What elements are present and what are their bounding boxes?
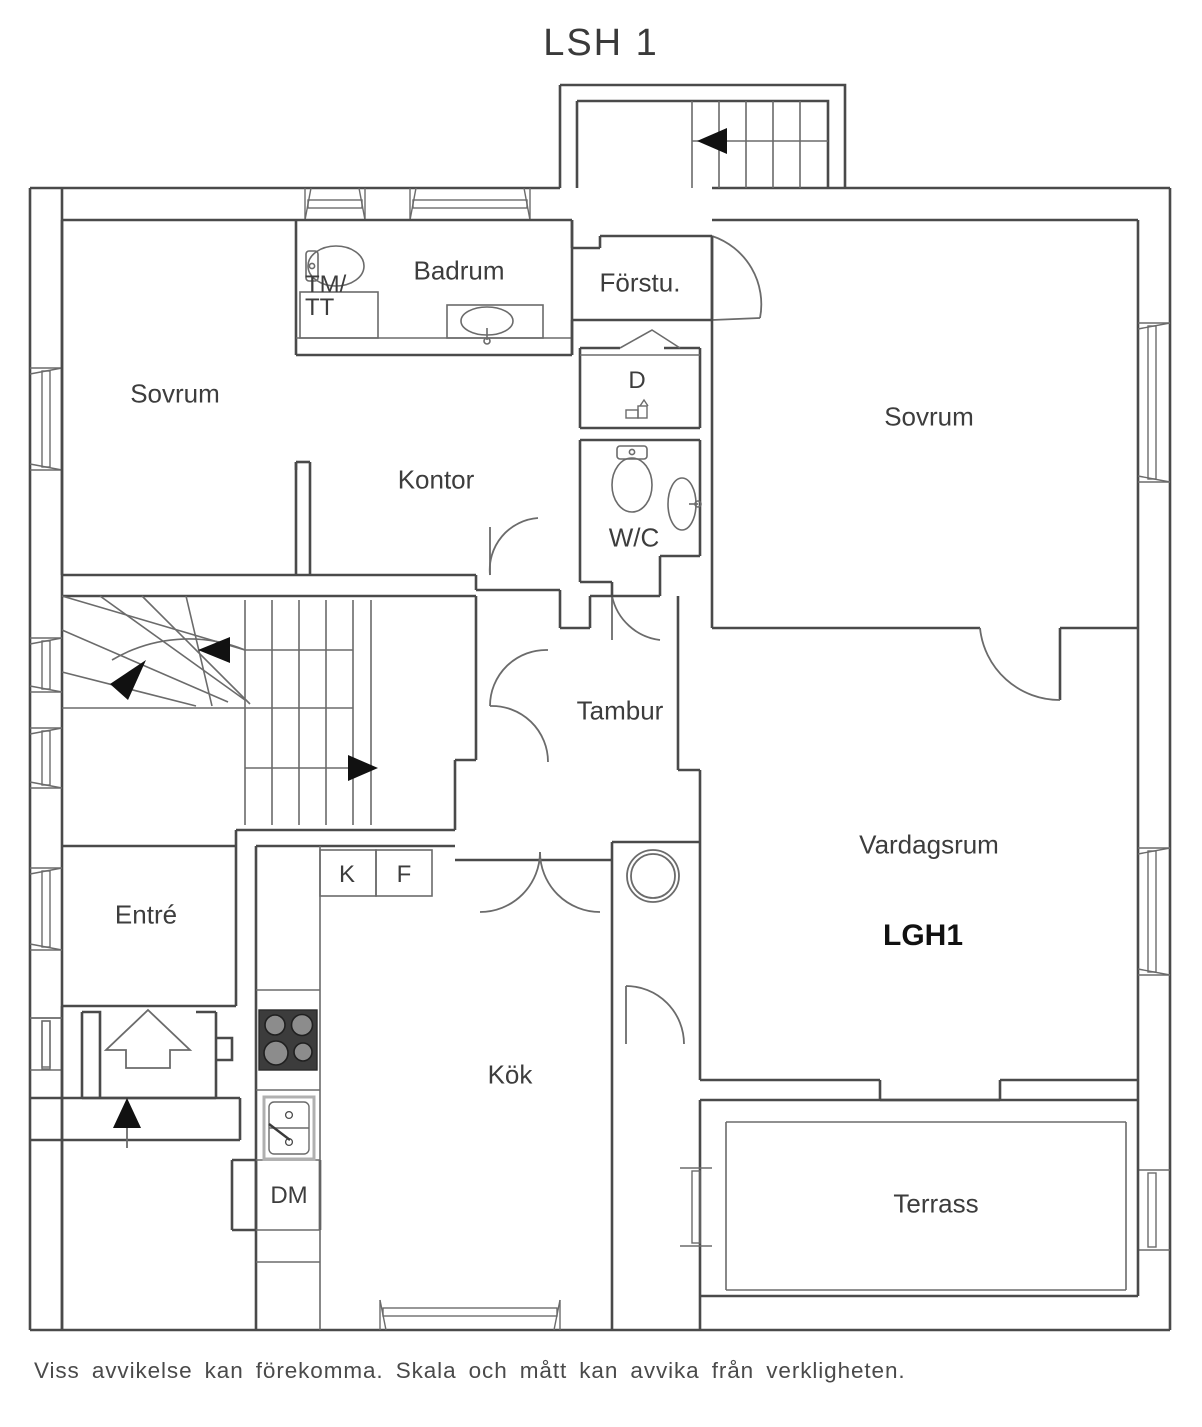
- door-swing-kontor: [488, 517, 539, 576]
- room-label-wc: W/C: [608, 522, 660, 553]
- fixture-label-d: D: [628, 367, 646, 394]
- window-terrass-left: [680, 1167, 712, 1247]
- sovrum-right-walls: [710, 236, 1138, 700]
- sovrum-left-walls: [60, 220, 298, 577]
- window-left-5: [30, 1017, 62, 1071]
- entre-walls: [30, 844, 242, 1330]
- sink-badrum-icon: [446, 304, 544, 345]
- door-swing-vardagsrum: [625, 985, 685, 1045]
- tt-line: TT: [305, 294, 335, 321]
- kyl-frys-boxes: [319, 849, 433, 897]
- toilet-badrum-icon: [305, 245, 365, 287]
- window-left-1: [29, 367, 63, 471]
- wc-walls: [578, 438, 702, 596]
- room-label-sovrum-left: Sovrum: [130, 378, 220, 409]
- interior-stair-walls: [62, 594, 478, 846]
- window-left-4: [29, 867, 63, 951]
- chimney-circle-icon: [626, 849, 680, 903]
- fixture-label-tm-tt: TM/ TT: [305, 271, 347, 321]
- window-entre-porch: [30, 1017, 62, 1070]
- tm-tt-box: [299, 291, 379, 339]
- room-label-terrass: Terrass: [893, 1188, 979, 1219]
- room-label-entre: Entré: [114, 899, 178, 930]
- fixture-label-dm: DM: [270, 1182, 308, 1209]
- door-swing-tambur-upper: [489, 649, 549, 763]
- room-label-badrum: Badrum: [413, 255, 505, 286]
- page-title: LSH 1: [543, 22, 659, 64]
- d-room-walls: [578, 329, 702, 430]
- stair-arrow-upper-icon: [198, 637, 230, 663]
- sink-wc-icon: [667, 477, 702, 531]
- kitchen-counter: [256, 846, 321, 1330]
- stair-treads-interior: [61, 595, 372, 825]
- d-fixture-icon: [625, 398, 649, 419]
- stair-arrow-outer-icon: [697, 128, 727, 154]
- door-swing-sovrum-right: [979, 627, 1061, 701]
- entry-arrow-outline-icon: [103, 1008, 193, 1069]
- unit-tag-lgh1: LGH1: [882, 919, 964, 952]
- exterior-walls: [28, 186, 1172, 1332]
- terrass-walls: [698, 1098, 1140, 1330]
- stove-icon: [258, 1009, 318, 1071]
- kontor-walls: [294, 460, 560, 592]
- fixture-label-kyl: K: [338, 861, 356, 888]
- room-label-forstu: Förstu.: [599, 267, 681, 298]
- window-left-2: [29, 637, 63, 693]
- stair-arrow-winder-icon: [110, 660, 146, 700]
- room-label-tambur: Tambur: [576, 695, 664, 726]
- tambur-walls: [455, 590, 702, 940]
- window-kok-bottom: [379, 1299, 561, 1331]
- toilet-wc-icon: [611, 445, 653, 513]
- door-swing-tambur-lower: [479, 851, 601, 913]
- tm-line: TM/: [305, 271, 347, 299]
- exterior-stair-block: [558, 83, 847, 188]
- window-right-3: [1138, 1169, 1170, 1251]
- disclaimer-text: Viss avvikelse kan förekomma. Skala och …: [34, 1358, 906, 1383]
- window-left-3: [29, 727, 63, 789]
- room-label-sovrum-right: Sovrum: [884, 401, 974, 432]
- stair-arrow-lower-icon: [348, 755, 378, 781]
- room-label-vardagsrum: Vardagsrum: [859, 829, 999, 860]
- vardagsrum-walls: [698, 842, 1138, 1102]
- entry-arrow-filled-icon: [113, 1098, 141, 1128]
- kok-walls: [230, 844, 614, 1330]
- room-label-kontor: Kontor: [397, 464, 475, 495]
- kitchen-sink-icon: [262, 1095, 316, 1161]
- window-top-left: [304, 187, 366, 221]
- window-right-2: [1137, 847, 1171, 976]
- door-swing-wc: [611, 595, 661, 641]
- fixture-label-frys: F: [396, 861, 412, 888]
- window-right-1: [1137, 322, 1171, 483]
- window-top-right: [409, 187, 531, 221]
- door-swing-forstu: [711, 235, 763, 321]
- room-label-kok: Kök: [487, 1059, 533, 1090]
